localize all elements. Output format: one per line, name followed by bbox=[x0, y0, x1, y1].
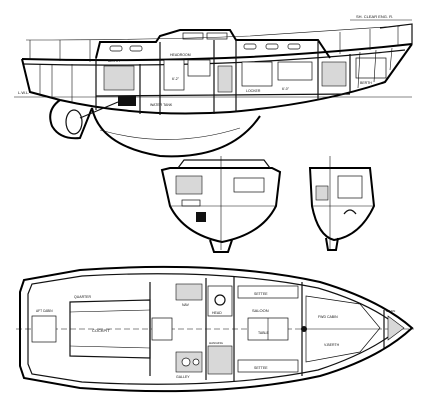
hull-frames bbox=[39, 47, 393, 102]
plan-hull-outline bbox=[19, 265, 414, 393]
head-compartment bbox=[207, 285, 233, 317]
tank-label: WATER TANK bbox=[150, 103, 173, 107]
aft-cabin-label: AFT CABIN bbox=[36, 309, 53, 313]
forward-cabin-label: FWD CABIN bbox=[318, 315, 338, 319]
v-berth-label: V-BERTH bbox=[324, 343, 340, 347]
settee-label: SETTEE bbox=[254, 292, 268, 296]
mast-step bbox=[301, 326, 307, 332]
stove-burner bbox=[192, 358, 200, 366]
portlight bbox=[109, 45, 123, 52]
doghouse-window bbox=[206, 32, 228, 40]
cross-section-view-2 bbox=[308, 156, 376, 251]
reference-label: SH. CLEAR ENG. R. bbox=[356, 14, 393, 19]
hull-bottom bbox=[59, 43, 413, 115]
table-label: TABLE bbox=[258, 331, 269, 335]
portlight bbox=[287, 43, 301, 50]
headroom-dim-label: 6'-0" bbox=[282, 87, 290, 91]
keel-ballast-line bbox=[99, 127, 241, 140]
locker-label: LOCKER bbox=[246, 89, 261, 93]
transom bbox=[21, 58, 61, 101]
headroom-label: HEADROOM bbox=[170, 53, 191, 57]
section-2-hull bbox=[308, 167, 376, 242]
section-1-seat bbox=[181, 199, 201, 207]
rudder bbox=[49, 99, 93, 140]
stanchions bbox=[29, 26, 399, 62]
galley-label: GALLEY bbox=[176, 375, 190, 379]
cabin-sole bbox=[95, 93, 351, 97]
nav-label: NAV bbox=[182, 303, 190, 307]
headroom-dim-label: 6'-2" bbox=[172, 77, 180, 81]
hanging-label: HANGING bbox=[209, 341, 224, 345]
portlight bbox=[265, 43, 279, 50]
nav-table bbox=[175, 283, 203, 301]
doghouse-window bbox=[182, 32, 204, 40]
companionway bbox=[151, 317, 173, 341]
profile-joinery bbox=[103, 57, 387, 93]
settee-label: SETTEE bbox=[254, 366, 268, 370]
waterline-label: L.W.L. bbox=[18, 90, 29, 95]
quarter-label: QUARTER bbox=[74, 295, 92, 299]
settee-starboard bbox=[237, 359, 299, 373]
prop-shaft bbox=[79, 101, 119, 119]
head-label: HEAD bbox=[212, 311, 222, 315]
profile-bulkheads bbox=[95, 40, 351, 115]
propeller-aperture bbox=[65, 109, 83, 135]
section-2-keel bbox=[325, 237, 339, 251]
section-1-cabin-top bbox=[177, 159, 271, 169]
portlight bbox=[243, 43, 257, 50]
keel bbox=[91, 107, 261, 158]
cabin-trunk bbox=[95, 29, 331, 59]
engine bbox=[118, 96, 136, 106]
section-1-locker bbox=[175, 175, 203, 195]
section-2-sink bbox=[343, 209, 357, 215]
section-2-cabinet bbox=[337, 175, 363, 199]
chain-label: CHAIN bbox=[386, 309, 395, 313]
berth-label: BERTH bbox=[360, 81, 372, 85]
inboard-profile-view: L.W.L. SH. CLEAR ENG. R. HEADROOM 6'-2" … bbox=[14, 14, 413, 158]
section-1-tank bbox=[196, 212, 206, 222]
cockpit-label: COCKPIT bbox=[92, 328, 110, 333]
bow-pulpit bbox=[379, 23, 413, 44]
lazarette bbox=[31, 315, 57, 343]
sheer-line bbox=[21, 43, 413, 62]
hanging-locker bbox=[207, 345, 233, 375]
chain-locker bbox=[387, 315, 405, 341]
saloon-label: SALOON bbox=[252, 308, 269, 313]
portlight bbox=[129, 45, 143, 52]
section-1-berth bbox=[233, 177, 265, 193]
toilet bbox=[214, 294, 226, 306]
lifeline bbox=[25, 25, 401, 41]
settee-port bbox=[237, 285, 299, 299]
section-1-keel bbox=[209, 239, 233, 253]
cross-section-view-1 bbox=[160, 156, 282, 253]
berth-label: BERTH bbox=[108, 59, 120, 63]
section-2-locker bbox=[315, 185, 329, 201]
accommodation-plan-view: COCKPIT QUARTER AFT CABIN GALLEY NAV HEA… bbox=[16, 265, 414, 393]
galley-sink bbox=[181, 357, 191, 367]
